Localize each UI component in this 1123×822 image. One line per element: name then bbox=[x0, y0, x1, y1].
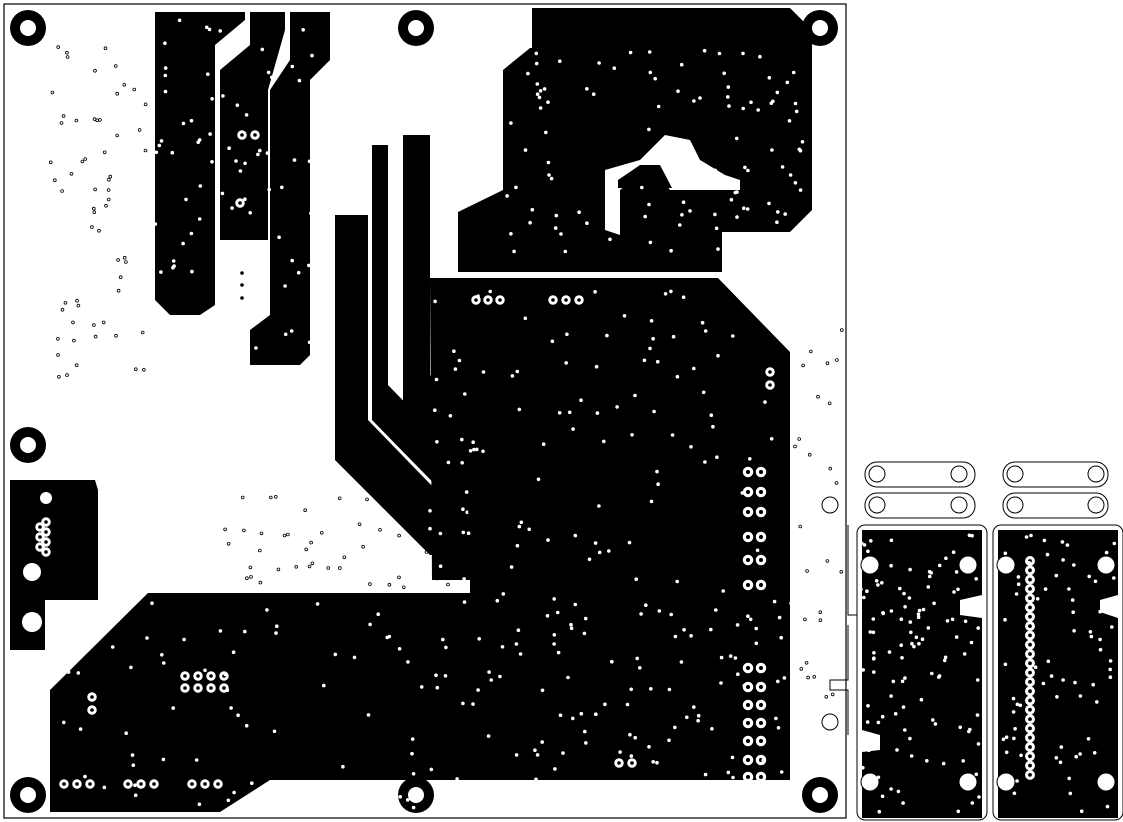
mounting-holes bbox=[10, 10, 838, 813]
trace-channel-2 bbox=[372, 145, 485, 510]
pour-left-column-a bbox=[220, 12, 285, 240]
pour-main-center bbox=[50, 278, 790, 812]
subboard-outlines bbox=[821, 461, 1123, 821]
pour-connector-left bbox=[10, 480, 98, 650]
trace-channel-3 bbox=[403, 135, 500, 505]
pour-clearances bbox=[605, 135, 740, 235]
subboard-holes bbox=[860, 555, 1116, 792]
copper-pours bbox=[10, 8, 1118, 818]
via-field bbox=[48, 18, 1117, 814]
trace-channel-1 bbox=[335, 215, 465, 555]
component-pads bbox=[35, 130, 1035, 789]
pour-left-top bbox=[155, 12, 245, 315]
board-outline bbox=[3, 3, 847, 819]
pour-subboard-a bbox=[862, 530, 982, 818]
pour-left-column-b bbox=[250, 12, 330, 365]
clearance-top-right-ring bbox=[605, 135, 740, 235]
